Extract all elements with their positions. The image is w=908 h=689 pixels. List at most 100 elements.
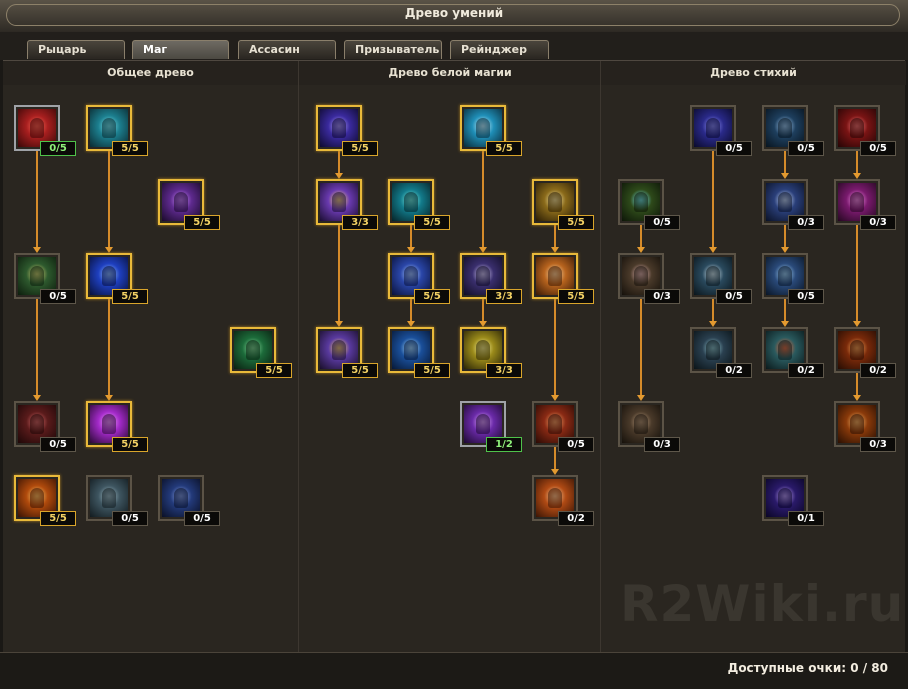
skill-slot[interactable] xyxy=(532,253,578,299)
skill-slot[interactable] xyxy=(460,253,506,299)
icon-glyph xyxy=(30,118,44,138)
elements-tree-column: Древо стихий xyxy=(600,61,906,653)
skill-slot[interactable] xyxy=(158,179,204,225)
connector-arrow xyxy=(335,173,343,179)
skill-level-badge: 5/5 xyxy=(486,141,522,156)
purple-orb-icon xyxy=(90,405,128,443)
skill-connector xyxy=(108,299,110,397)
skill-level-badge: 0/3 xyxy=(788,215,824,230)
icon-glyph xyxy=(332,192,346,212)
skill-slot[interactable] xyxy=(834,327,880,373)
skill-connector xyxy=(338,151,340,175)
connector-arrow xyxy=(407,247,415,253)
connector-arrow xyxy=(709,247,717,253)
skill-slot[interactable] xyxy=(690,105,736,151)
connector-arrow xyxy=(33,247,41,253)
skill-connector xyxy=(640,299,642,397)
skill-connector xyxy=(856,151,858,175)
tab-knight[interactable]: Рыцарь xyxy=(27,40,125,59)
skill-connector xyxy=(410,299,412,323)
skill-slot[interactable] xyxy=(14,401,60,447)
skill-slot[interactable] xyxy=(14,253,60,299)
general-tree-column: Общее древо xyxy=(3,61,298,653)
skill-slot[interactable] xyxy=(762,179,808,225)
skill-slot[interactable] xyxy=(834,105,880,151)
skill-slot[interactable] xyxy=(618,179,664,225)
skill-slot[interactable] xyxy=(834,401,880,447)
white-cross-icon xyxy=(464,109,502,147)
tab-assassin[interactable]: Ассасин xyxy=(238,40,336,59)
skill-level-badge: 0/5 xyxy=(644,215,680,230)
skill-slot[interactable] xyxy=(158,475,204,521)
skill-slot[interactable] xyxy=(532,179,578,225)
skill-slot[interactable] xyxy=(86,253,132,299)
rune-face-icon xyxy=(320,331,358,369)
skill-slot[interactable] xyxy=(762,105,808,151)
skill-level-badge: 5/5 xyxy=(112,289,148,304)
skill-slot[interactable] xyxy=(86,475,132,521)
skill-slot[interactable] xyxy=(762,327,808,373)
elements-tree-title: Древо стихий xyxy=(601,61,906,85)
skill-connector xyxy=(712,151,714,249)
fire-sigil-icon xyxy=(18,479,56,517)
skill-slot[interactable] xyxy=(230,327,276,373)
skill-level-badge: 0/5 xyxy=(40,141,76,156)
skill-slot[interactable] xyxy=(618,401,664,447)
green-tree-icon xyxy=(234,331,272,369)
skill-slot[interactable] xyxy=(316,105,362,151)
skill-slot[interactable] xyxy=(618,253,664,299)
skill-slot[interactable] xyxy=(690,253,736,299)
skill-slot[interactable] xyxy=(388,327,434,373)
title-bar: Древо умений xyxy=(0,0,908,33)
icon-glyph xyxy=(404,266,418,286)
fireball-icon xyxy=(838,331,876,369)
skill-slot[interactable] xyxy=(834,179,880,225)
connector-arrow xyxy=(709,321,717,327)
skill-connector xyxy=(554,225,556,249)
skill-level-badge: 0/5 xyxy=(860,141,896,156)
skill-slot[interactable] xyxy=(14,475,60,521)
icon-glyph xyxy=(102,488,116,508)
tab-mage[interactable]: Маг xyxy=(132,40,229,59)
skill-connector xyxy=(482,151,484,249)
skill-slot[interactable] xyxy=(532,475,578,521)
connector-arrow xyxy=(781,321,789,327)
skill-level-badge: 0/5 xyxy=(788,141,824,156)
icon-glyph xyxy=(634,192,648,212)
icon-glyph xyxy=(548,266,562,286)
skill-slot[interactable] xyxy=(460,401,506,447)
skill-level-badge: 0/3 xyxy=(860,437,896,452)
holy-sword-icon xyxy=(536,183,574,221)
skill-level-badge: 5/5 xyxy=(414,215,450,230)
skill-slot[interactable] xyxy=(86,105,132,151)
skill-slot[interactable] xyxy=(316,327,362,373)
skill-level-badge: 0/1 xyxy=(788,511,824,526)
white-magic-tree-column: Древо белой магии xyxy=(298,61,601,653)
skill-slot[interactable] xyxy=(388,179,434,225)
skill-level-badge: 0/2 xyxy=(558,511,594,526)
skill-slot[interactable] xyxy=(460,105,506,151)
skill-slot[interactable] xyxy=(388,253,434,299)
tab-summoner[interactable]: Призыватель xyxy=(344,40,442,59)
skill-slot[interactable] xyxy=(14,105,60,151)
ice-golem-icon xyxy=(694,331,732,369)
meteor-icon xyxy=(838,405,876,443)
icon-glyph xyxy=(778,340,792,360)
skill-level-badge: 5/5 xyxy=(256,363,292,378)
connector-arrow xyxy=(105,395,113,401)
skill-slot[interactable] xyxy=(460,327,506,373)
skill-slot[interactable] xyxy=(316,179,362,225)
skill-slot[interactable] xyxy=(532,401,578,447)
skill-slot[interactable] xyxy=(86,401,132,447)
grey-tree-icon xyxy=(90,479,128,517)
red-figure-icon xyxy=(18,109,56,147)
skill-level-badge: 0/5 xyxy=(184,511,220,526)
skill-slot[interactable] xyxy=(762,475,808,521)
orange-shield-icon xyxy=(536,479,574,517)
skill-level-badge: 5/5 xyxy=(40,511,76,526)
pink-burst-icon xyxy=(838,183,876,221)
skill-connector xyxy=(482,299,484,323)
skill-slot[interactable] xyxy=(690,327,736,373)
skill-slot[interactable] xyxy=(762,253,808,299)
tab-ranger[interactable]: Рейнджер xyxy=(450,40,549,59)
